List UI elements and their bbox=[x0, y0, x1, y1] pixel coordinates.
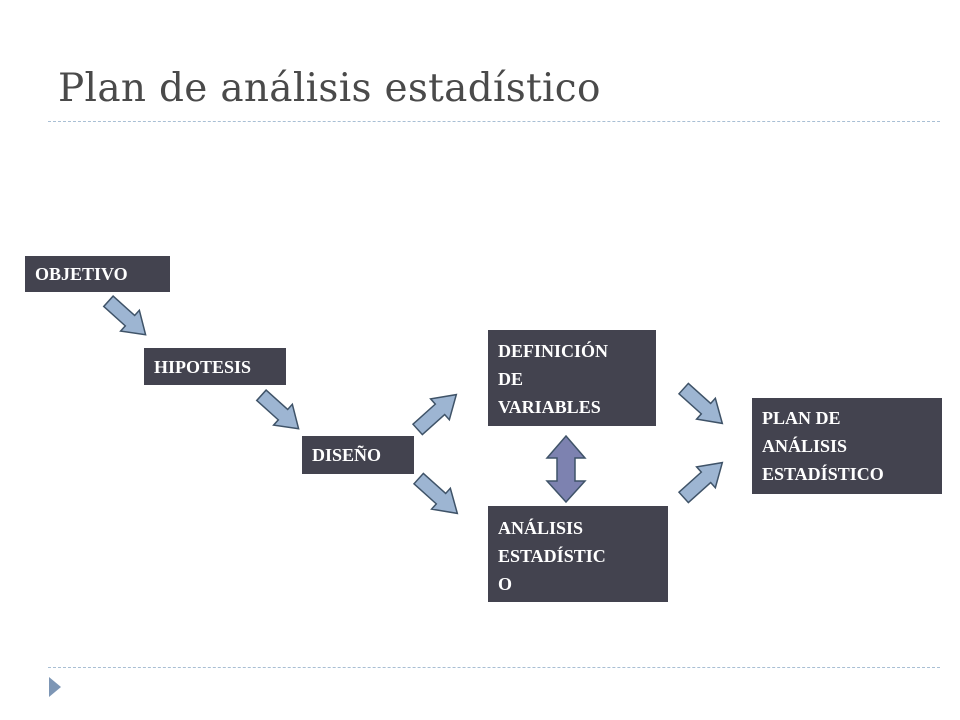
footer-divider bbox=[48, 667, 940, 668]
slide-title: Plan de análisis estadístico bbox=[58, 66, 601, 111]
node-plan-analisis: PLAN DE ANÁLISIS ESTADÍSTICO bbox=[752, 398, 942, 494]
arrow-hipotesis-diseno bbox=[255, 389, 300, 430]
arrow-analisis-plan bbox=[677, 461, 724, 504]
node-analisis-estadistico: ANÁLISIS ESTADÍSTIC O bbox=[488, 506, 668, 602]
node-hipotesis: HIPOTESIS bbox=[144, 348, 286, 385]
play-triangle-icon bbox=[49, 677, 61, 697]
node-diseno: DISEÑO bbox=[302, 436, 414, 474]
arrow-diseno-definicion bbox=[411, 393, 458, 436]
node-definicion-variables: DEFINICIÓN DE VARIABLES bbox=[488, 330, 656, 426]
double-arrow-definicion-analisis bbox=[545, 434, 587, 504]
title-divider bbox=[48, 121, 940, 122]
arrow-diseno-analisis bbox=[412, 472, 459, 515]
node-objetivo: OBJETIVO bbox=[25, 256, 170, 292]
arrow-definicion-plan bbox=[677, 382, 724, 425]
arrow-objetivo-hipotesis bbox=[102, 295, 147, 336]
